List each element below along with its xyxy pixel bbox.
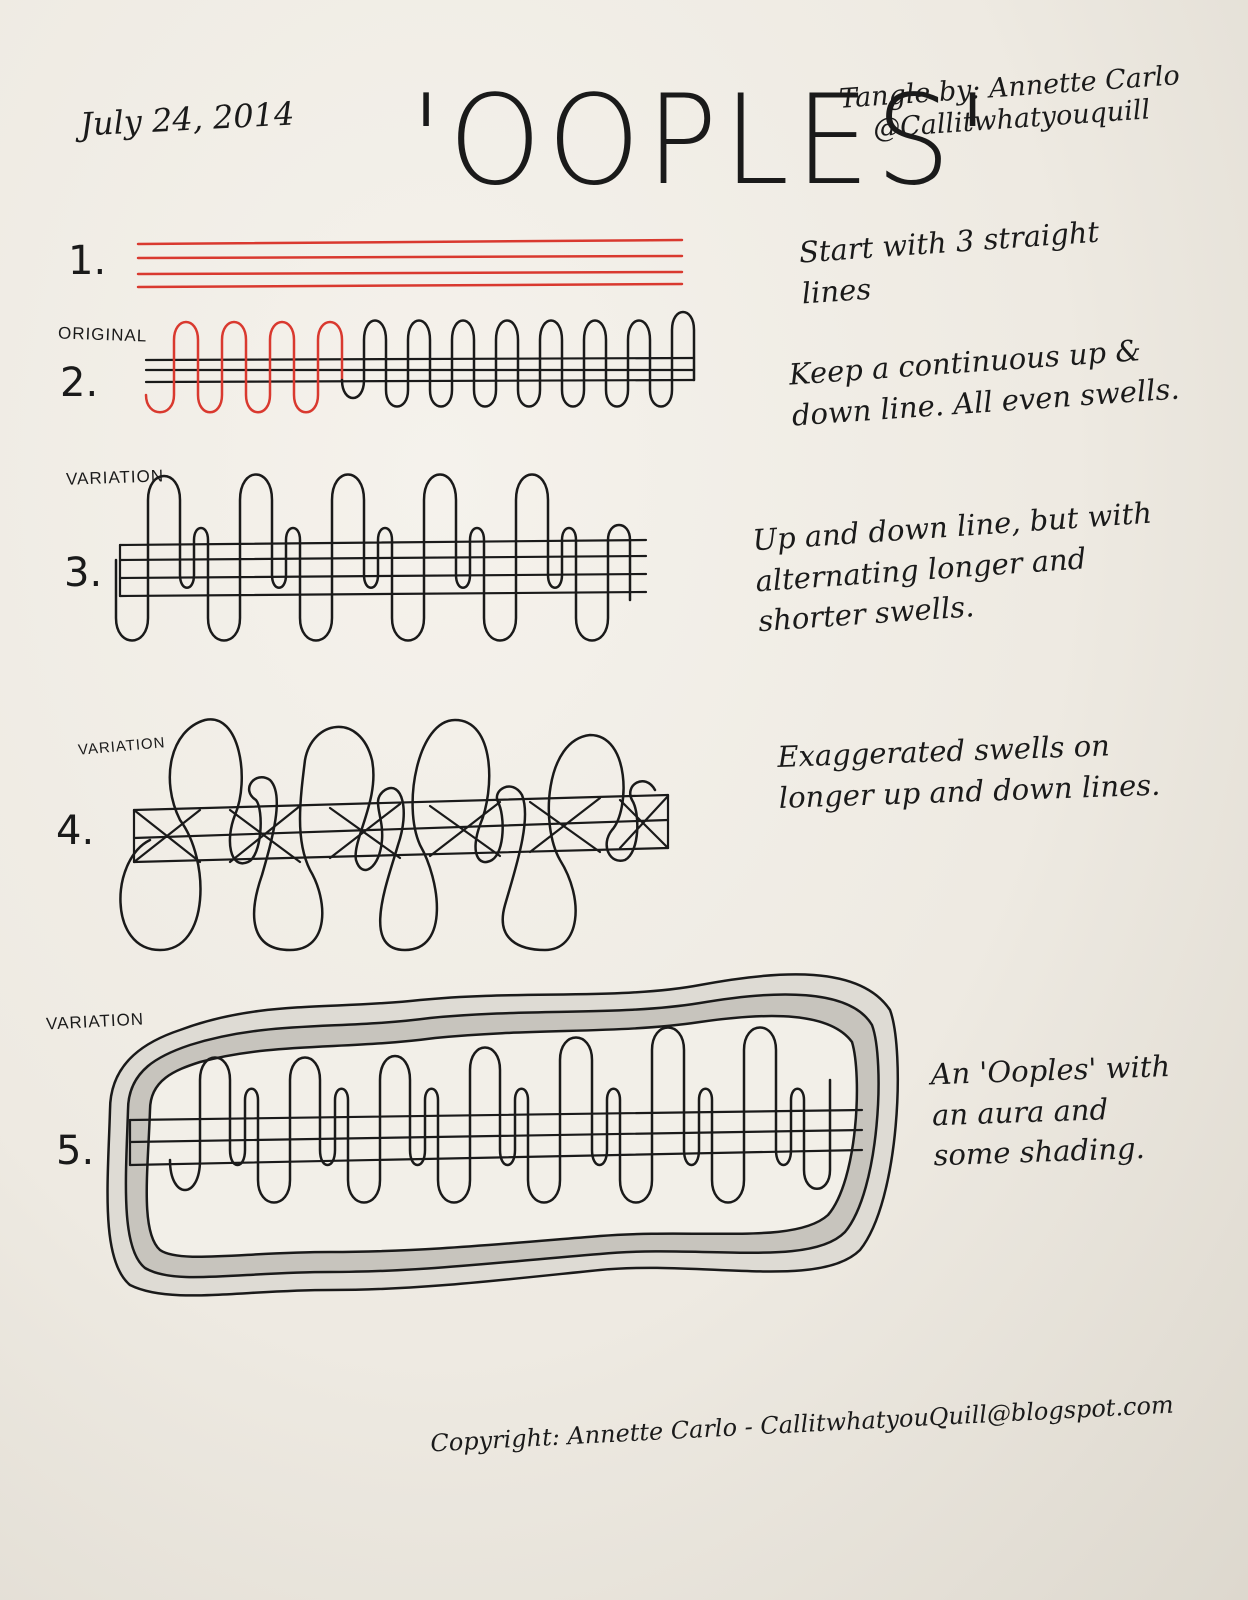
step-1-straight-lines [136,238,684,289]
step-1-number: 1. [68,238,107,284]
step-5-number: 5. [56,1128,95,1174]
step-4-wave [119,718,657,952]
step-2-number: 2. [60,360,99,406]
step-2-guide-lines [144,356,696,384]
step-5-wave [168,1026,832,1204]
step-2-red-wave [144,320,344,414]
page-title: 'OOPLES' [410,67,995,213]
step-4-guide-lines [132,793,670,864]
step-4-number: 4. [56,808,95,854]
step-3-number: 3. [64,550,103,596]
step-3-wave [114,473,632,642]
step-2-black-wave [340,310,696,408]
step-5-guide-lines [128,1108,864,1167]
step-3-guide-lines [118,538,648,598]
